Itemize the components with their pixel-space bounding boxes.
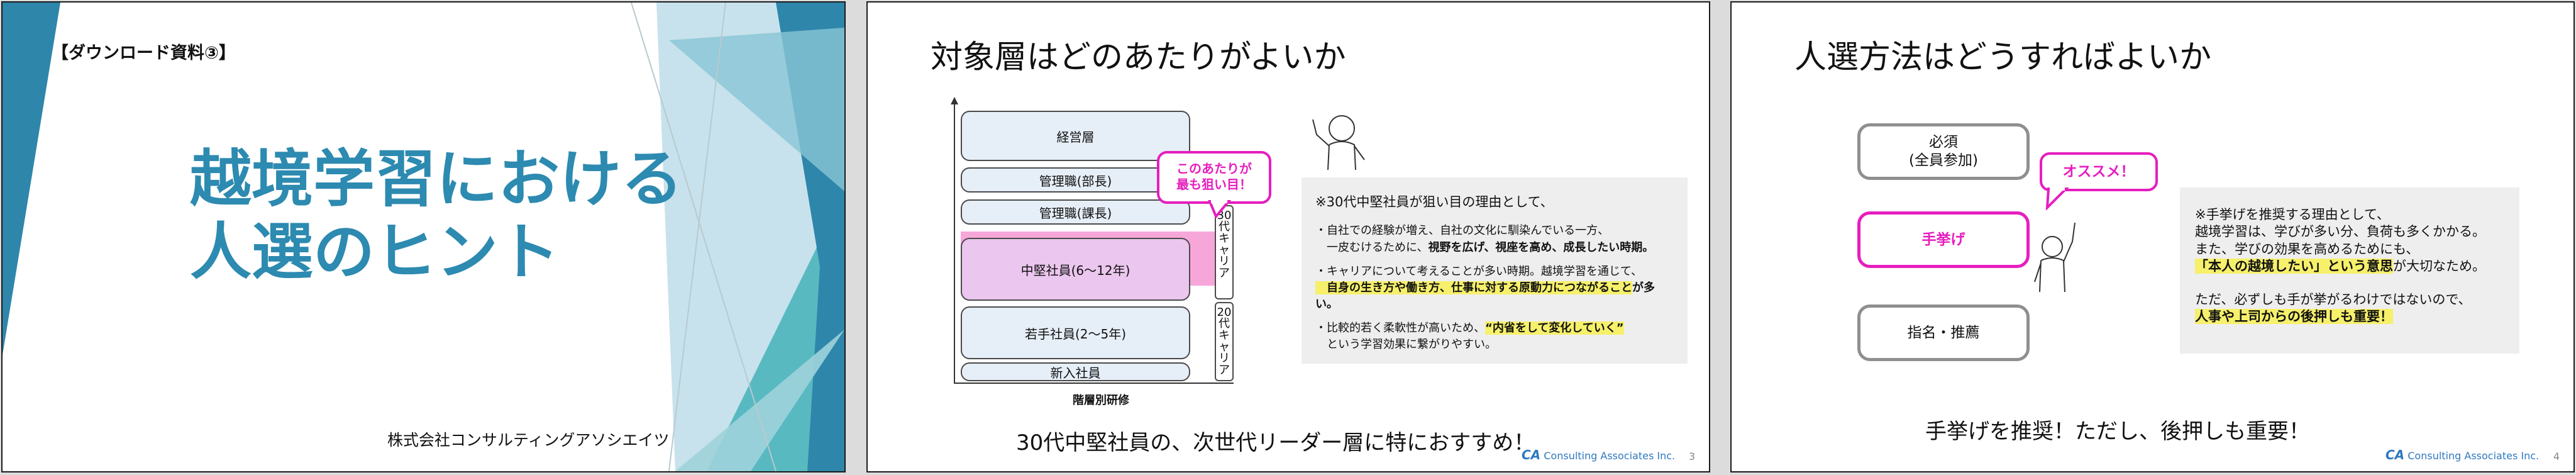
level-young: 若手社員(2〜5年) [961, 306, 1190, 359]
recommend-bubble-tail [2045, 187, 2069, 210]
note-line-2: 越境学習は、学びが多い分、負荷も多くかかる。 [2195, 224, 2485, 240]
slide-1[interactable]: 【ダウンロード資料③】 越境学習における 人選のヒント 株式会社コンサルティング… [1, 1, 846, 472]
career-20s-label: 20代キャリア [1217, 306, 1232, 377]
page-number: 3 [1688, 450, 1695, 462]
person-icon [1312, 115, 1365, 170]
option-mandatory-line-1: 必須 [1928, 134, 1958, 151]
option-nomination: 指名・推薦 [1857, 305, 2030, 361]
slide-2[interactable]: 対象層はどのあたりがよいか 経営層 管理職(部長) 管理職(課長) 中堅社員(6… [866, 1, 1710, 472]
note-3-line-1a: ・比較的若く柔軟性が高いため、 [1315, 321, 1485, 335]
note-2-line-2b: が多い。 [1315, 281, 1655, 311]
note-3-line-1b: “内省をして変化していく” [1485, 321, 1624, 335]
note-line-3: また、学びの効果を高めるためにも、 [2195, 241, 2419, 257]
option-mandatory-line-2: (全員参加) [1909, 152, 1978, 169]
note-line-4a: 「本人の越境したい」という意思 [2195, 258, 2393, 274]
left-blue-shape [3, 3, 60, 355]
footer-brand: CA Consulting Associates Inc. [1522, 447, 1675, 462]
note-2-line-2a: 自身の生き方や働き方、仕事に対する原動力につながること [1315, 281, 1632, 294]
note-line-6a: 人事や上司からの後押しも重要！ [2195, 309, 2393, 325]
download-tag: 【ダウンロード資料③】 [52, 43, 236, 63]
footer-brand: CA Consulting Associates Inc. [2385, 447, 2539, 462]
slide-title: 人選方法はどうすればよいか [1794, 39, 2212, 76]
title-line-2: 人選のヒント [190, 216, 560, 288]
diagonal-line [631, 3, 777, 471]
note-3-line-2: という学習効果に繋がりやすい。 [1315, 338, 1496, 351]
level-manager-dept: 管理職(部長) [961, 167, 1190, 193]
x-axis [954, 383, 1234, 384]
slide-caption: 手挙げを推奨！ただし、後押しも重要！ [1925, 419, 2310, 444]
right-pale-shape [675, 330, 844, 471]
slide-3[interactable]: 人選方法はどうすればよいか 必須 (全員参加) 手挙げ 指名・推薦 オススメ！ … [1730, 1, 2575, 472]
callout-line-2: 最も狙い目！ [1176, 177, 1252, 192]
slide-title: 越境学習における 人選のヒント [190, 143, 683, 289]
page-number: 4 [2553, 450, 2560, 462]
note-line-1: ※手挙げを推奨する理由として、 [2195, 207, 2390, 222]
footer-brand-name: Consulting Associates Inc. [2407, 450, 2540, 462]
option-mandatory: 必須 (全員参加) [1857, 123, 2030, 180]
option-nomination-label: 指名・推薦 [1907, 324, 1980, 341]
note-paragraph-2: ・キャリアについて考えることが多い時期。越境学習を通じて、 自身の生き方や働き方… [1315, 264, 1674, 313]
level-mid-career: 中堅社員(6〜12年) [961, 238, 1190, 301]
callout-tail [1208, 200, 1232, 219]
person-raising-hand-icon [2034, 222, 2076, 293]
note-line-4: 「本人の越境したい」という意思が大切なため。 [2195, 258, 2513, 275]
callout-line-1: このあたりが [1176, 161, 1252, 176]
level-executive: 経営層 [961, 111, 1190, 161]
note-paragraph-1: ・自社での経験が増え、自社の文化に馴染んでいる一方、 一皮むけるために、視野を広… [1315, 223, 1674, 255]
footer-logo: CA [2385, 447, 2405, 462]
note-1-line-2a: 一皮むけるために、 [1315, 240, 1429, 254]
footer-brand-name: Consulting Associates Inc. [1544, 450, 1676, 462]
notes-heading: ※30代中堅社員が狙い目の理由として、 [1315, 194, 1554, 210]
geometric-background [3, 3, 844, 471]
right-teal-shape [707, 191, 844, 471]
note-paragraph-3: ・比較的若く柔軟性が高いため、“内省をして変化していく” という学習効果に繋がり… [1315, 320, 1674, 353]
axis-label: 階層別研修 [1073, 394, 1129, 407]
note-line-5: ただ、必ずしも手が挙がるわけではないので、 [2195, 292, 2472, 308]
slide-caption: 30代中堅社員の、次世代リーダー層に特におすすめ！ [1016, 430, 1535, 455]
career-30s: 30代キャリア [1215, 205, 1234, 299]
option-volunteer-label: 手挙げ [1921, 231, 1965, 248]
option-volunteer: 手挙げ [1857, 211, 2030, 268]
y-axis [954, 104, 955, 383]
career-30s-label: 30代キャリア [1217, 209, 1232, 280]
note-1-line-1: ・自社での経験が増え、自社の文化に馴染んでいる一方、 [1315, 224, 1610, 238]
recommend-bubble: オススメ！ [2040, 152, 2158, 191]
axis-arrow-icon [951, 97, 958, 104]
note-line-6: 人事や上司からの後押しも重要！ [2195, 308, 2513, 325]
career-20s: 20代キャリア [1215, 302, 1234, 381]
right-mid-shape [669, 28, 844, 191]
footer-logo: CA [1522, 447, 1541, 462]
level-new-hire: 新入社員 [961, 362, 1190, 381]
note-2-line-1: ・キャリアについて考えることが多い時期。越境学習を通じて、 [1315, 264, 1643, 278]
title-line-1: 越境学習における [190, 143, 683, 215]
diagonal-line [668, 3, 726, 471]
slide-title: 対象層はどのあたりがよいか [931, 39, 1346, 76]
level-manager-section: 管理職(課長) [961, 199, 1190, 225]
reason-notes: ※30代中堅社員が狙い目の理由として、 ・自社での経験が増え、自社の文化に馴染ん… [1302, 177, 1688, 364]
reason-notes: ※手挙げを推奨する理由として、 越境学習は、学びが多い分、負荷も多くかかる。 ま… [2180, 187, 2519, 354]
note-1-line-2b: 視野を広げ、視座を高め、成長したい時期。 [1428, 240, 1654, 254]
note-line-4b: が大切なため。 [2393, 258, 2485, 274]
company-name: 株式会社コンサルティングアソシエイツ [387, 431, 670, 449]
callout-bubble: このあたりが 最も狙い目！ [1157, 151, 1271, 204]
